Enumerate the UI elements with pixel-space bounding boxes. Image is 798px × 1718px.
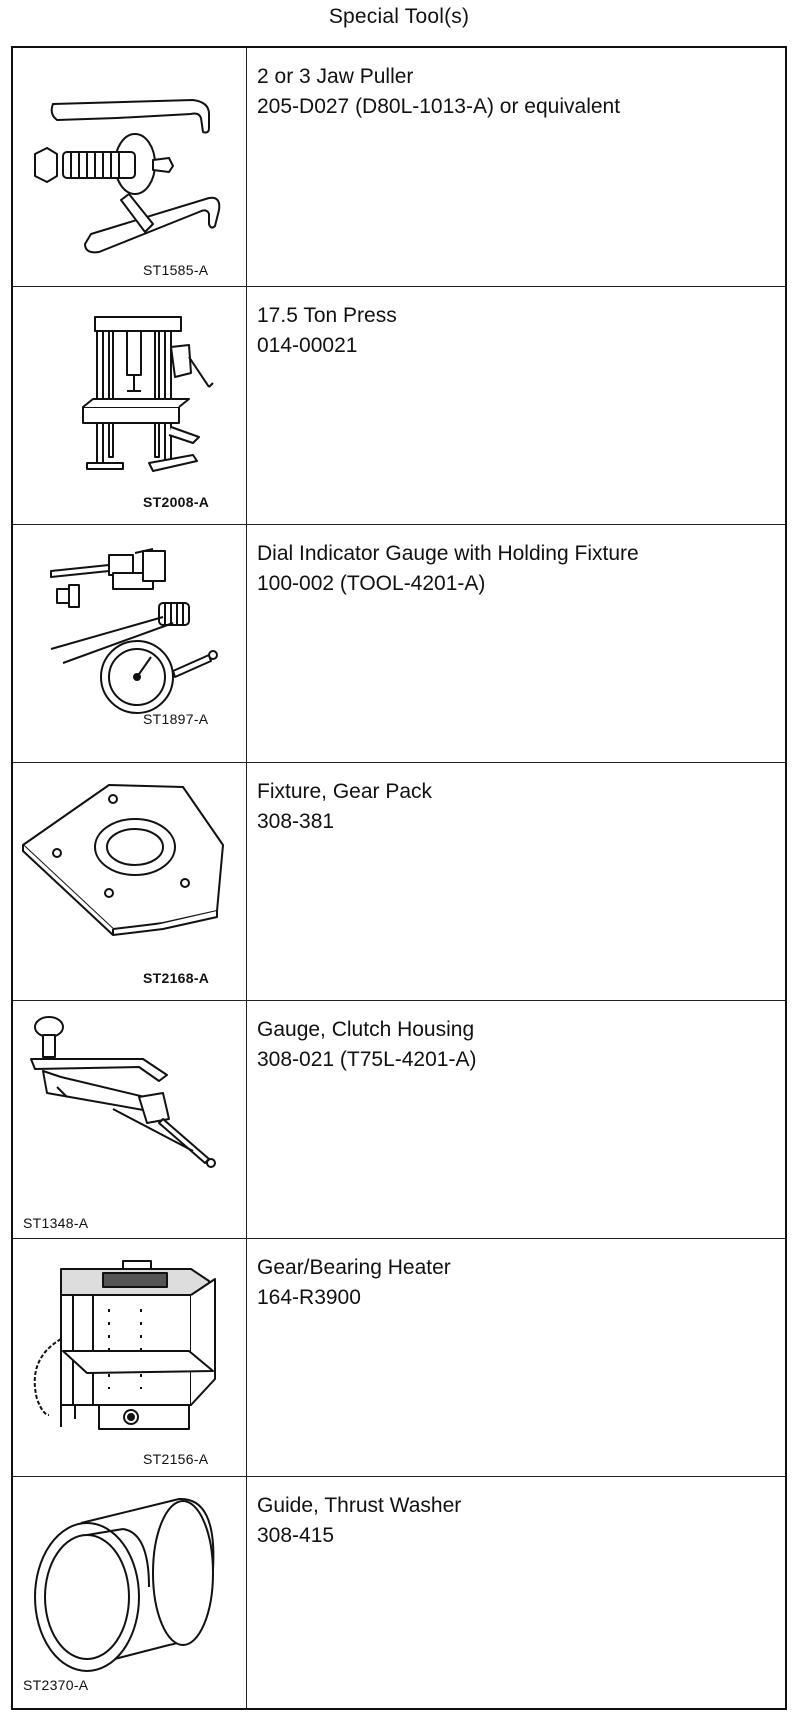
page-title: Special Tool(s)	[328, 5, 470, 28]
description-cell: 2 or 3 Jaw Puller 205-D027 (D80L-1013-A)…	[257, 62, 777, 122]
reference-code: ST2156-A	[143, 1451, 209, 1467]
tool-number: 164-R3900	[257, 1286, 361, 1309]
tool-number: 308-415	[257, 1524, 335, 1547]
tool-number: 100-002 (TOOL-4201-A)	[257, 572, 486, 595]
illustration-cell: ST2156-A	[13, 1239, 247, 1476]
table-row: ST2168-A Fixture, Gear Pack 308-381	[13, 762, 785, 1000]
special-tools-table: ST1585-A 2 or 3 Jaw Puller 205-D027 (D80…	[11, 46, 787, 1710]
reference-code: ST2008-A	[143, 494, 210, 510]
table-row: ST2370-A Guide, Thrust Washer 308-415	[13, 1476, 785, 1708]
description-cell: Guide, Thrust Washer 308-415	[257, 1491, 777, 1551]
table-row: ST2156-A Gear/Bearing Heater 164-R3900	[13, 1238, 785, 1476]
table-row: ST1585-A 2 or 3 Jaw Puller 205-D027 (D80…	[13, 48, 785, 286]
description-cell: Gear/Bearing Heater 164-R3900	[257, 1253, 777, 1313]
tool-name: Gear/Bearing Heater	[257, 1256, 451, 1279]
dial-indicator-icon	[50, 548, 218, 714]
bearing-heater-icon	[33, 1260, 216, 1430]
tool-name: Gauge, Clutch Housing	[257, 1018, 475, 1041]
tool-number: 308-381	[257, 810, 335, 833]
press-icon	[82, 316, 214, 472]
reference-code: ST2370-A	[23, 1677, 89, 1693]
reference-code: ST1585-A	[143, 262, 209, 278]
illustration-cell: ST1585-A	[13, 48, 247, 286]
gear-pack-fixture-icon	[22, 784, 224, 936]
description-cell: Dial Indicator Gauge with Holding Fixtur…	[257, 539, 777, 599]
tool-name: 17.5 Ton Press	[257, 304, 397, 327]
tool-name: Dial Indicator Gauge with Holding Fixtur…	[257, 542, 639, 565]
description-cell: Fixture, Gear Pack 308-381	[257, 777, 777, 837]
description-cell: 17.5 Ton Press 014-00021	[257, 301, 777, 361]
illustration-cell: ST1348-A	[13, 1001, 247, 1238]
description-cell: Gauge, Clutch Housing 308-021 (T75L-4201…	[257, 1015, 777, 1075]
tool-number: 308-021 (T75L-4201-A)	[257, 1048, 477, 1071]
reference-code: ST1348-A	[23, 1215, 89, 1231]
table-row: ST2008-A 17.5 Ton Press 014-00021	[13, 286, 785, 524]
table-row: ST1348-A Gauge, Clutch Housing 308-021 (…	[13, 1000, 785, 1238]
jaw-puller-icon	[34, 99, 221, 254]
tool-number: 205-D027 (D80L-1013-A) or equivalent	[257, 95, 621, 118]
tool-name: Guide, Thrust Washer	[257, 1494, 462, 1517]
tool-name: Fixture, Gear Pack	[257, 780, 433, 803]
reference-code: ST1897-A	[143, 711, 209, 727]
illustration-cell: ST2168-A	[13, 763, 247, 1000]
illustration-cell: ST2008-A	[13, 287, 247, 524]
table-row: ST1897-A Dial Indicator Gauge with Holdi…	[13, 524, 785, 762]
thrust-washer-guide-icon	[34, 1497, 215, 1672]
clutch-housing-gauge-icon	[30, 1016, 216, 1168]
tool-number: 014-00021	[257, 334, 358, 357]
illustration-cell: ST1897-A	[13, 525, 247, 762]
tool-name: 2 or 3 Jaw Puller	[257, 65, 414, 88]
reference-code: ST2168-A	[143, 970, 210, 986]
illustration-cell: ST2370-A	[13, 1477, 247, 1708]
